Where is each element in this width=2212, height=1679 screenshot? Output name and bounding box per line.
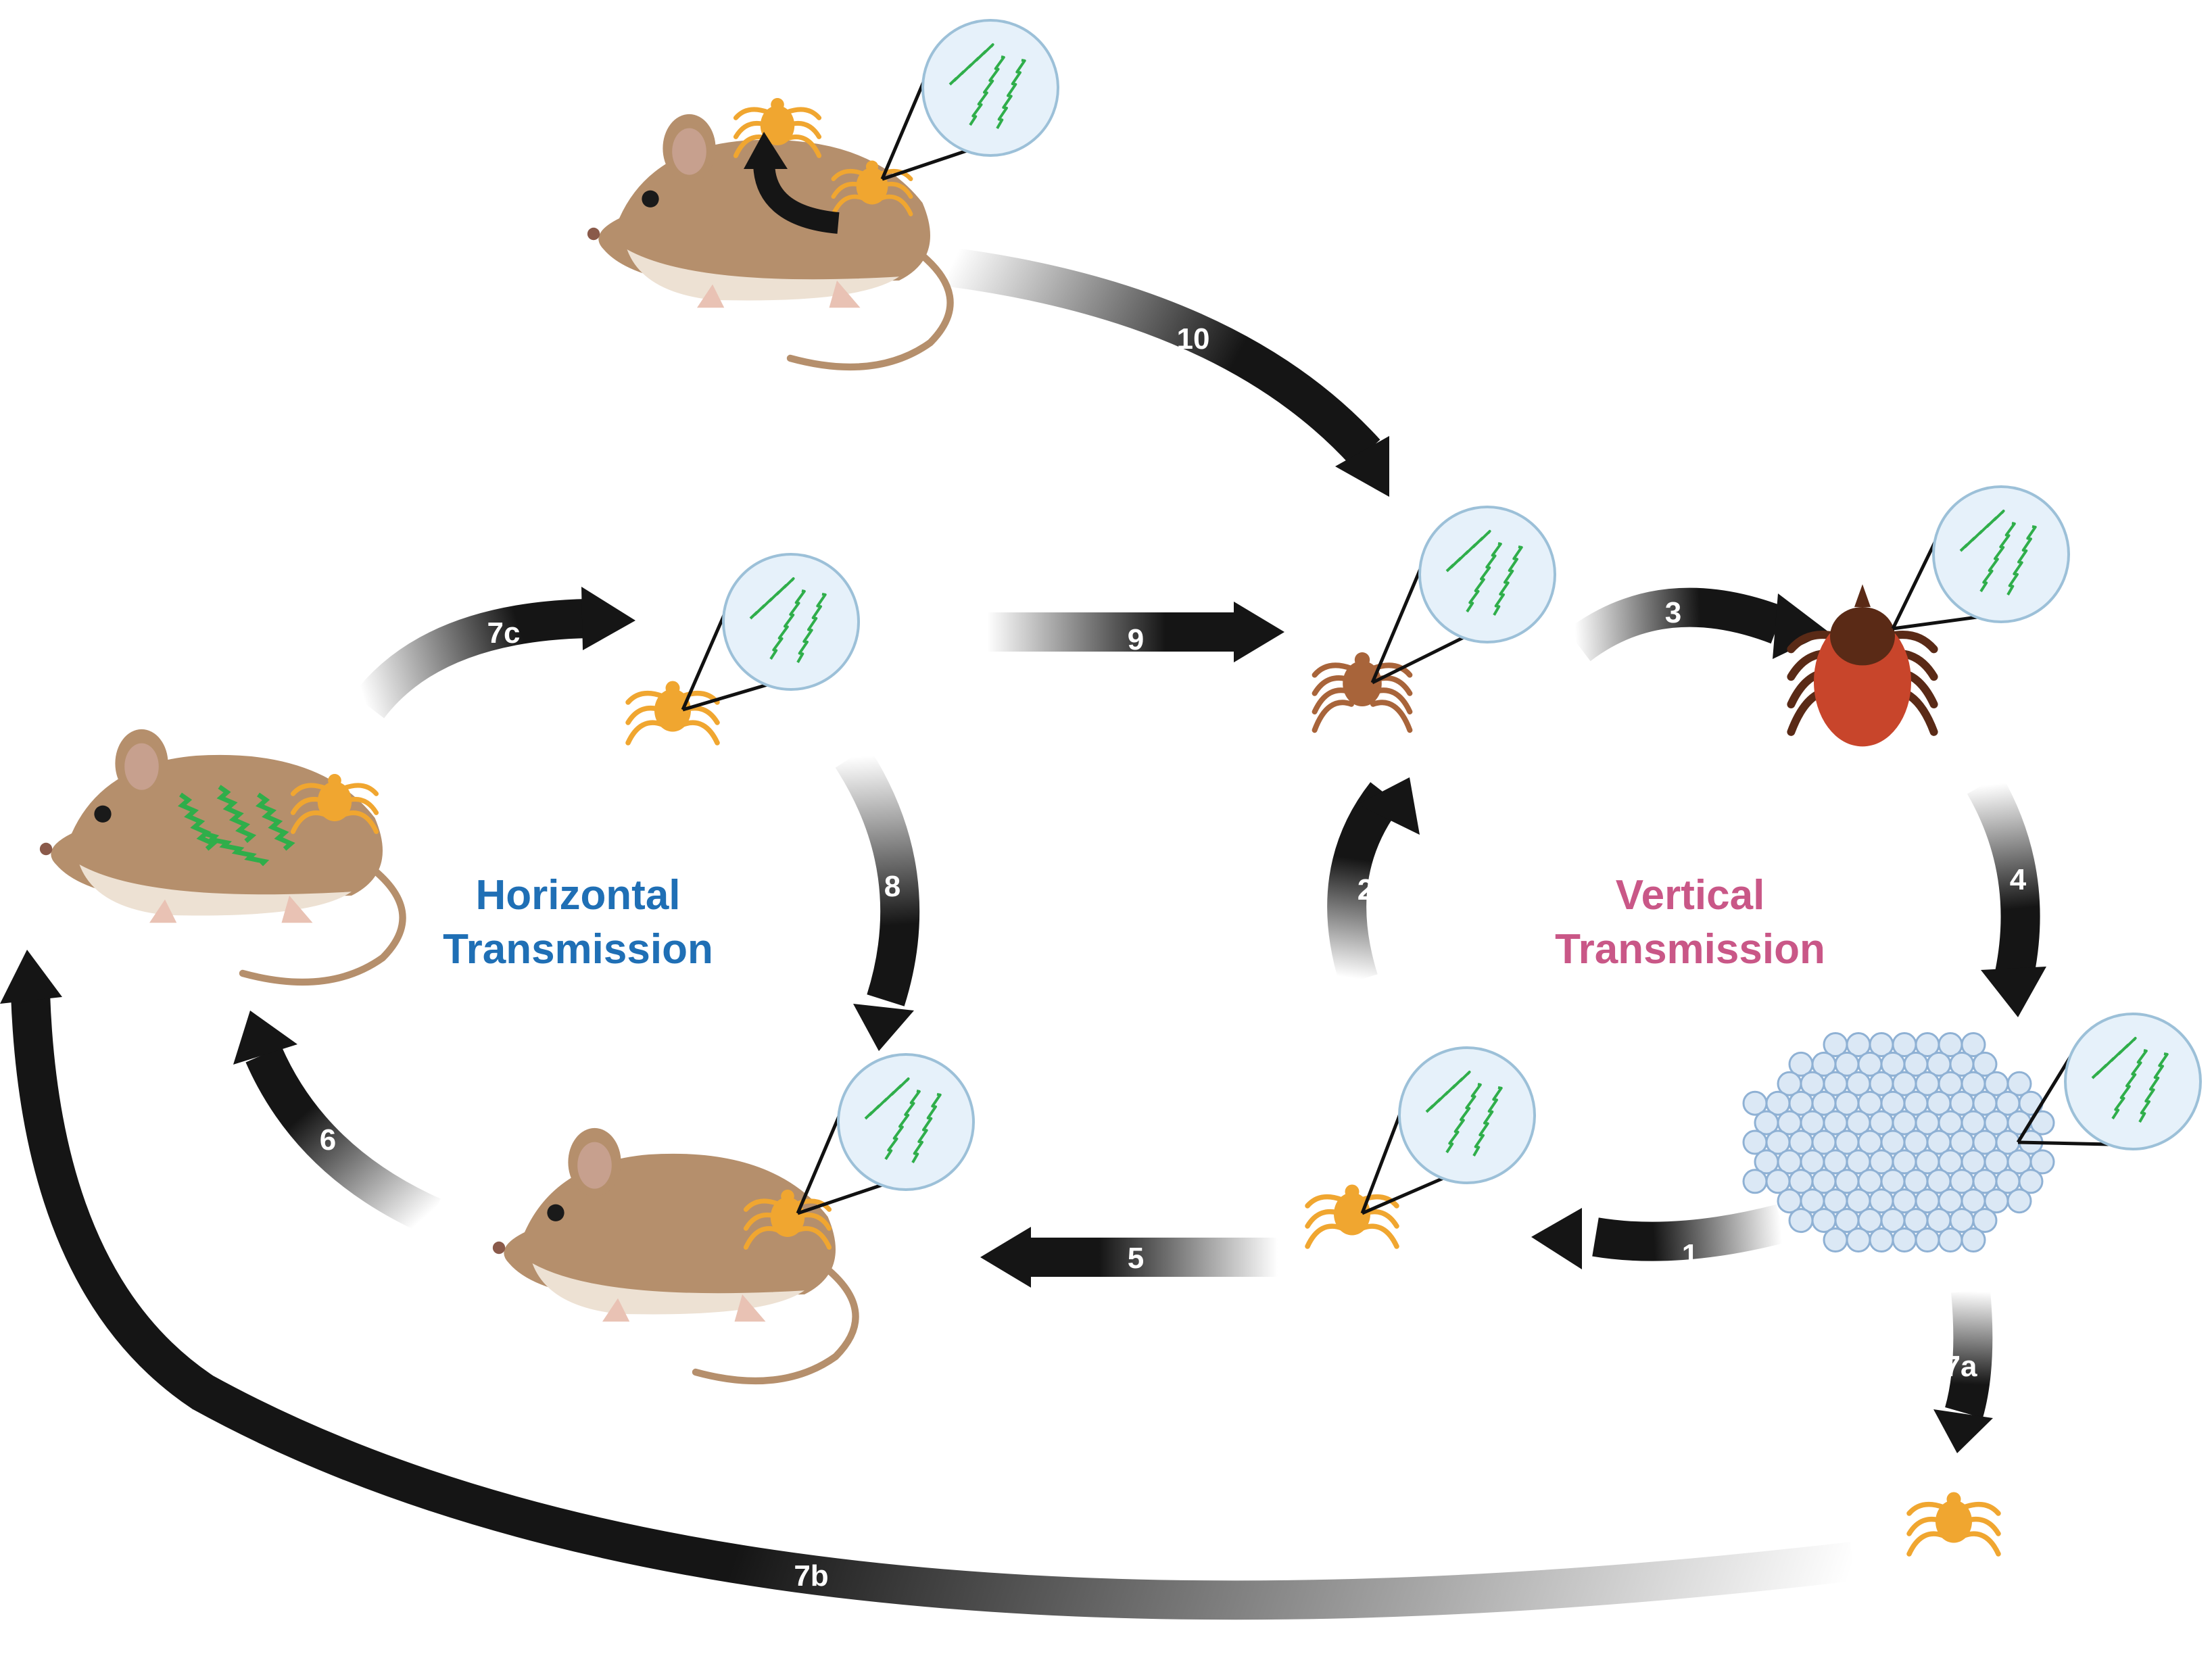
arrow-10-label: 10: [1177, 322, 1210, 356]
larva-fed: [625, 681, 720, 746]
arrow-4-head: [1981, 967, 2046, 1017]
arrow-3-shaft: [1566, 587, 1785, 662]
arrow-5: [980, 1227, 1278, 1288]
vertical-transmission-label-line1: Vertical: [1616, 872, 1765, 919]
arrow-1-label: 1: [1682, 1238, 1698, 1271]
arrow-7c-shaft: [352, 599, 589, 719]
mouse-top: [587, 114, 954, 371]
arrow-2-label: 2: [1357, 873, 1374, 906]
arrow-2: [1327, 777, 1420, 986]
vertical-transmission-label-line2: Transmission: [1555, 926, 1825, 973]
mouse-bottom: [492, 1127, 859, 1385]
inset-larva-hatched: [1360, 1046, 1536, 1215]
horizontal-transmission-label-line2: Transmission: [443, 926, 713, 973]
arrow-7a-shaft: [1945, 1289, 1993, 1418]
arrow-3: [1566, 587, 1829, 662]
larva-on-mouse-left: [290, 774, 379, 834]
inset-mouse-bottom: [796, 1053, 975, 1215]
arrow-9-label: 9: [1128, 623, 1144, 656]
arrow-7a-head: [1933, 1409, 1993, 1453]
arrow-1-shaft: [1592, 1204, 1787, 1261]
arrow-2-head: [1357, 777, 1420, 835]
egg-mass: [1742, 1032, 2055, 1252]
arrow-9-head: [1234, 602, 1284, 662]
arrows-layer: [0, 247, 2046, 1620]
nymph: [1312, 652, 1413, 733]
arrow-9: [987, 602, 1284, 662]
arrow-2-shaft: [1327, 782, 1402, 986]
arrow-6-head: [233, 1011, 297, 1065]
arrow-10-shaft: [947, 247, 1380, 466]
arrow-4-label: 4: [2010, 863, 2027, 896]
arrow-6-shaft: [245, 1046, 441, 1235]
arrow-7c: [352, 587, 635, 719]
arrow-4: [1967, 774, 2046, 1017]
mouse-top-curl-arrow: [753, 162, 840, 234]
arrow-7a-label: 7a: [1944, 1350, 1977, 1383]
larva-hatched: [1305, 1184, 1399, 1249]
arrow-5-label: 5: [1128, 1242, 1144, 1275]
arrow-7b: [0, 950, 1855, 1620]
arrow-7b-head: [0, 950, 62, 1004]
arrow-1-head: [1531, 1208, 1582, 1269]
arrow-8-shaft: [835, 746, 920, 1006]
inset-larva-fed: [681, 553, 860, 712]
arrow-3-head: [1773, 593, 1829, 659]
horizontal-transmission-label-line1: Horizontal: [475, 872, 680, 919]
mouse-top-curl-arrow-head: [744, 132, 788, 169]
inset-nymph: [1370, 506, 1556, 685]
arrow-7c-head: [581, 587, 635, 650]
arrow-7b-shaft: [11, 992, 1855, 1620]
arrow-10-head: [1335, 436, 1389, 497]
arrow-7b-label: 7b: [794, 1559, 828, 1592]
arrow-8-head: [853, 1004, 914, 1051]
inset-mouse-top: [880, 19, 1059, 181]
adult-tick: [1787, 584, 1938, 747]
arrow-7a: [1933, 1289, 1993, 1453]
arrow-5-head: [980, 1227, 1031, 1288]
inset-adult: [1891, 485, 2070, 631]
arrow-1: [1531, 1204, 1787, 1269]
arrow-10: [947, 247, 1389, 497]
arrow-6: [233, 1011, 441, 1235]
arrow-8-label: 8: [884, 870, 900, 903]
arrow-7c-label: 7c: [487, 616, 521, 650]
inset-eggs: [2016, 1013, 2202, 1150]
mouse-left-infected: [39, 729, 406, 986]
arrow-6-label: 6: [320, 1123, 336, 1157]
larva-unfed: [1906, 1492, 2001, 1557]
arrow-3-label: 3: [1665, 596, 1681, 629]
arrow-4-shaft: [1967, 774, 2040, 977]
icons-layer: [39, 19, 2202, 1557]
arrow-labels-layer: 1 2 3 4 5 6 7a 7b 7c 8 9 10: [320, 322, 2027, 1592]
arrow-8: [835, 746, 920, 1051]
